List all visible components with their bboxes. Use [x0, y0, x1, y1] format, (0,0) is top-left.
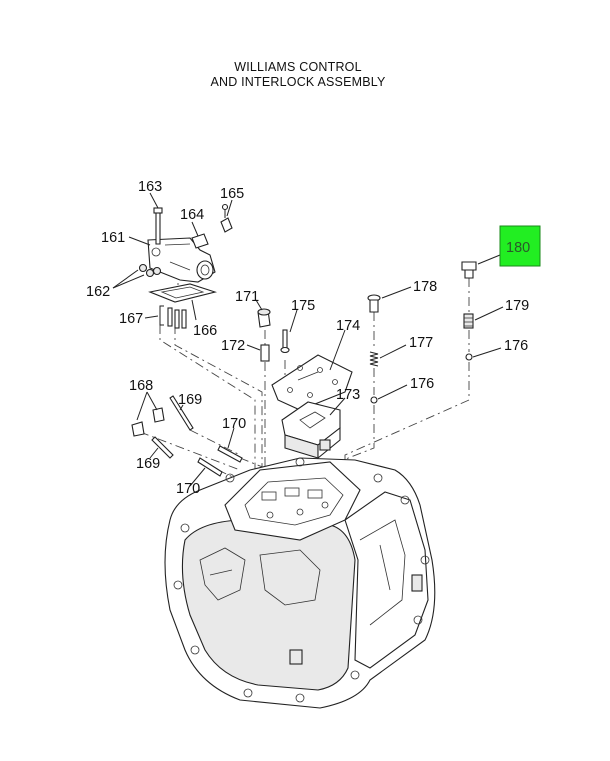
- callout-177[interactable]: 177: [409, 335, 433, 351]
- callout-167[interactable]: 167: [119, 311, 143, 327]
- callout-169-b[interactable]: 169: [136, 456, 160, 472]
- callout-178[interactable]: 178: [413, 279, 437, 295]
- interlock-housing-173: [281, 401, 341, 460]
- transmission-housing: [164, 457, 436, 709]
- callout-labels: 161 162 163 164 165 166 167 168 169 169 …: [86, 179, 530, 497]
- callout-173[interactable]: 173: [336, 387, 360, 403]
- callout-161[interactable]: 161: [101, 230, 125, 246]
- spring-177: [369, 351, 379, 367]
- pin-175: [280, 329, 290, 354]
- callout-168[interactable]: 168: [129, 378, 153, 394]
- rod-170-b: [197, 457, 223, 477]
- pin-172: [260, 344, 270, 362]
- stud-169-b: [151, 436, 174, 459]
- callout-176-b[interactable]: 176: [504, 338, 528, 354]
- callout-175[interactable]: 175: [291, 298, 315, 314]
- switch-171: [257, 308, 271, 328]
- seal-set-167: [159, 305, 187, 329]
- spring-179: [463, 313, 474, 329]
- callout-165[interactable]: 165: [220, 186, 244, 202]
- williams-control-valve-161: [138, 203, 233, 283]
- callout-164[interactable]: 164: [180, 207, 204, 223]
- stud-169-a: [169, 395, 194, 431]
- highlight-box-180[interactable]: [499, 225, 541, 267]
- plug-178: [367, 294, 381, 313]
- callout-163[interactable]: 163: [138, 179, 162, 195]
- callout-174[interactable]: 174: [336, 318, 360, 334]
- ball-176-b: [465, 353, 473, 361]
- callout-170-a[interactable]: 170: [222, 416, 246, 432]
- fittings-168: [131, 407, 165, 437]
- diagram-title-line-2: AND INTERLOCK ASSEMBLY: [210, 75, 386, 89]
- callout-180[interactable]: 180: [506, 240, 530, 256]
- callout-176-a[interactable]: 176: [410, 376, 434, 392]
- callout-170-b[interactable]: 170: [176, 481, 200, 497]
- callout-179[interactable]: 179: [505, 298, 529, 314]
- callout-166[interactable]: 166: [193, 323, 217, 339]
- plug-180: [461, 261, 477, 279]
- callout-171[interactable]: 171: [235, 289, 259, 305]
- callout-162[interactable]: 162: [86, 284, 110, 300]
- callout-172[interactable]: 172: [221, 338, 245, 354]
- leader-lines: [112, 192, 504, 487]
- ball-176-a: [370, 396, 378, 404]
- rod-170-a: [217, 445, 243, 463]
- callout-169-a[interactable]: 169: [178, 392, 202, 408]
- cover-plate-174: [271, 354, 353, 411]
- diagram-title-line-1: WILLIAMS CONTROL: [234, 60, 362, 74]
- gasket-166: [148, 283, 218, 303]
